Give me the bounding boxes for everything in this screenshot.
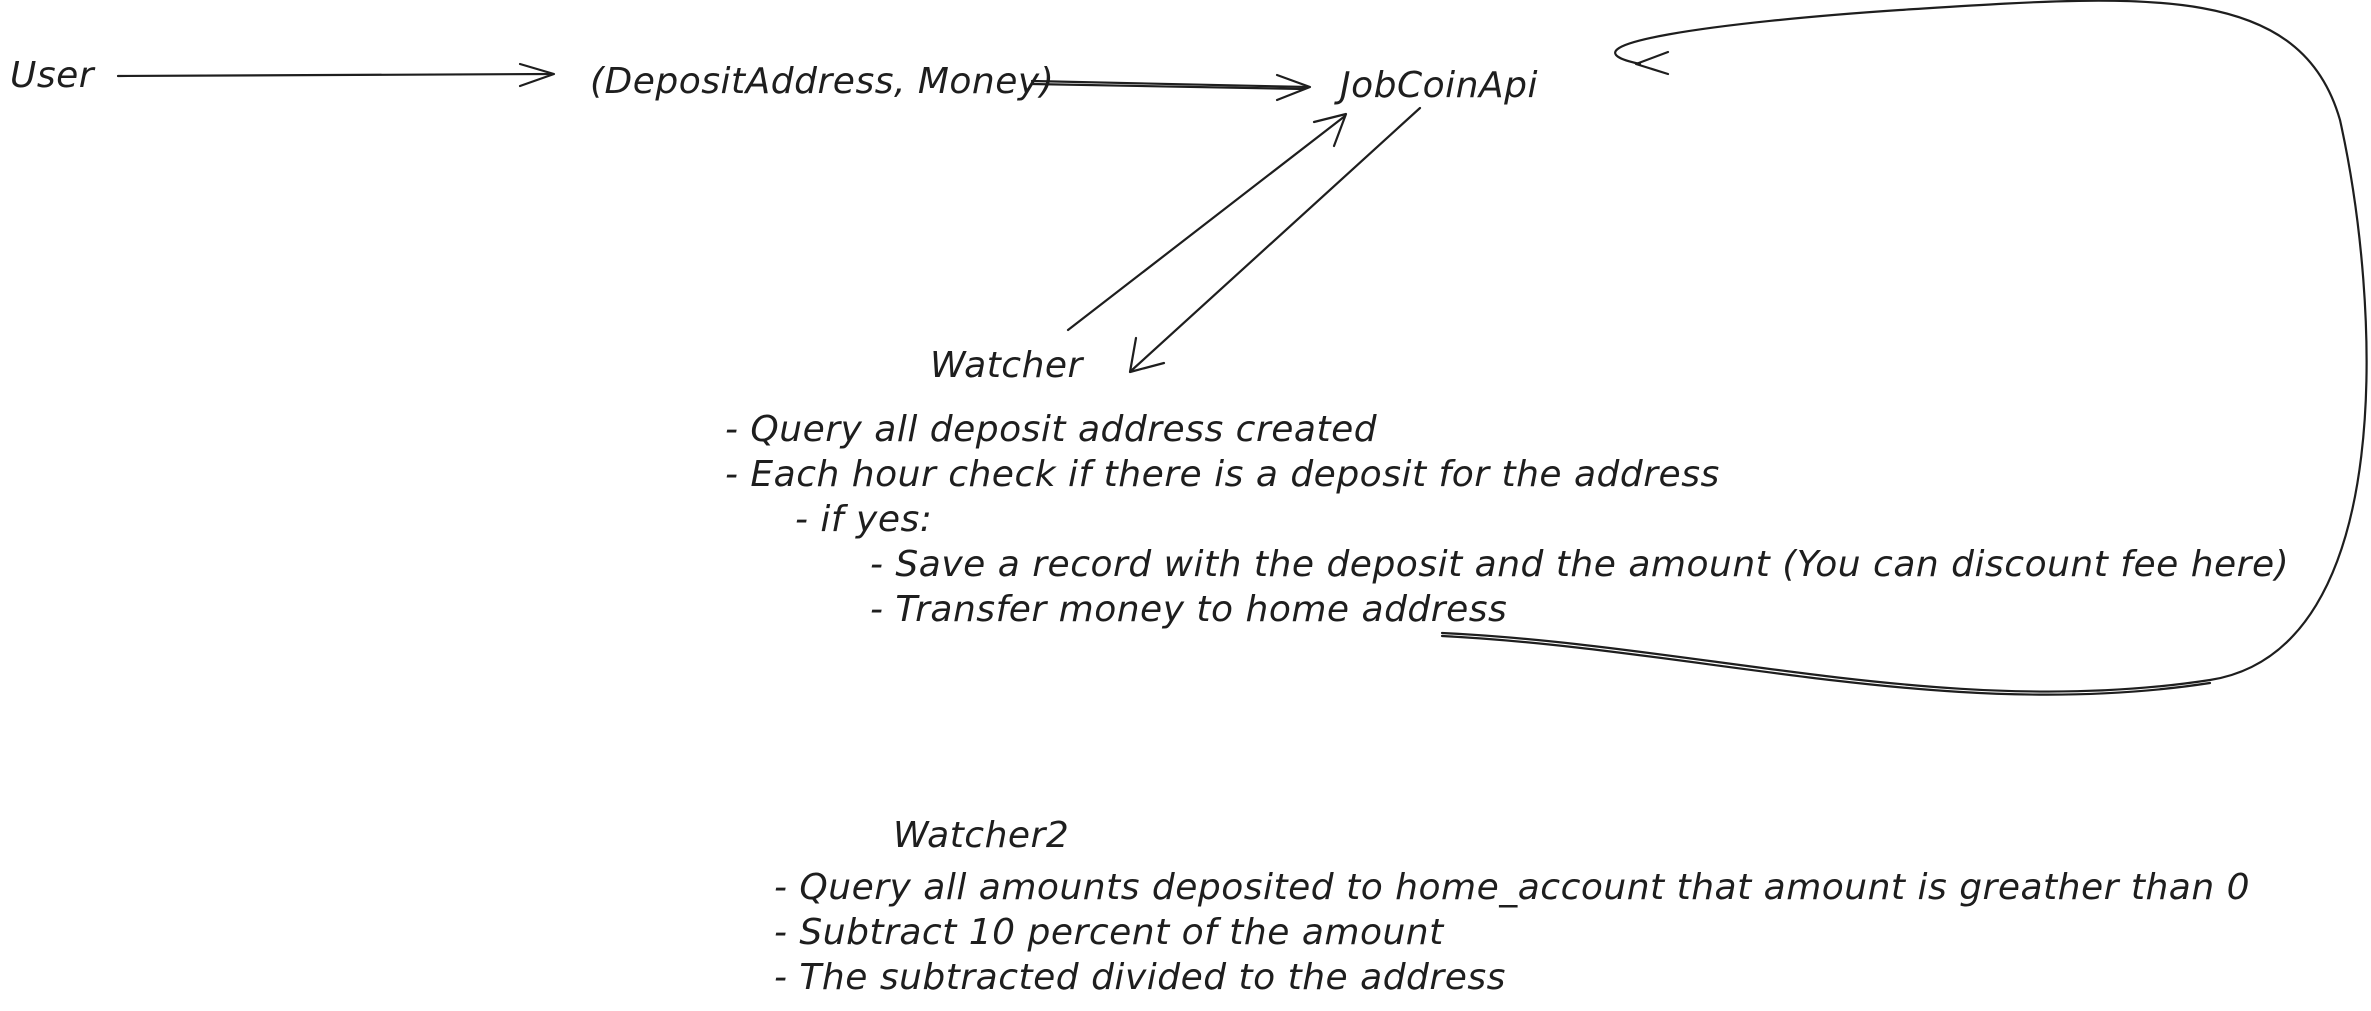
watcher-note: - Transfer money to home address [870, 589, 1508, 630]
watcher-note: - Each hour check if there is a deposit … [725, 454, 1720, 495]
node-watcher: Watcher [930, 345, 1083, 386]
edge-deposit-to-api [1030, 73, 1312, 102]
node-deposit-address-money: (DepositAddress, Money) [590, 61, 1055, 102]
edge-user-to-deposit [116, 62, 556, 88]
watcher-note: - Query all deposit address created [725, 409, 1378, 450]
node-user: User [10, 55, 95, 96]
node-jobcoinapi: JobCoinApi [1340, 65, 1538, 106]
node-watcher2: Watcher2 [893, 815, 1070, 856]
watcher2-note: - Subtract 10 percent of the amount [774, 912, 1444, 953]
watcher-note: - Save a record with the deposit and the… [870, 544, 2290, 585]
watcher2-note: - The subtracted divided to the address [774, 957, 1506, 998]
watcher2-note: - Query all amounts deposited to home_ac… [774, 867, 2251, 908]
watcher-note: - if yes: [795, 499, 933, 540]
edge-api-to-watcher [1128, 106, 1422, 374]
edge-transfer-to-api [1440, 0, 2368, 696]
edge-watcher-to-api [1066, 112, 1348, 332]
